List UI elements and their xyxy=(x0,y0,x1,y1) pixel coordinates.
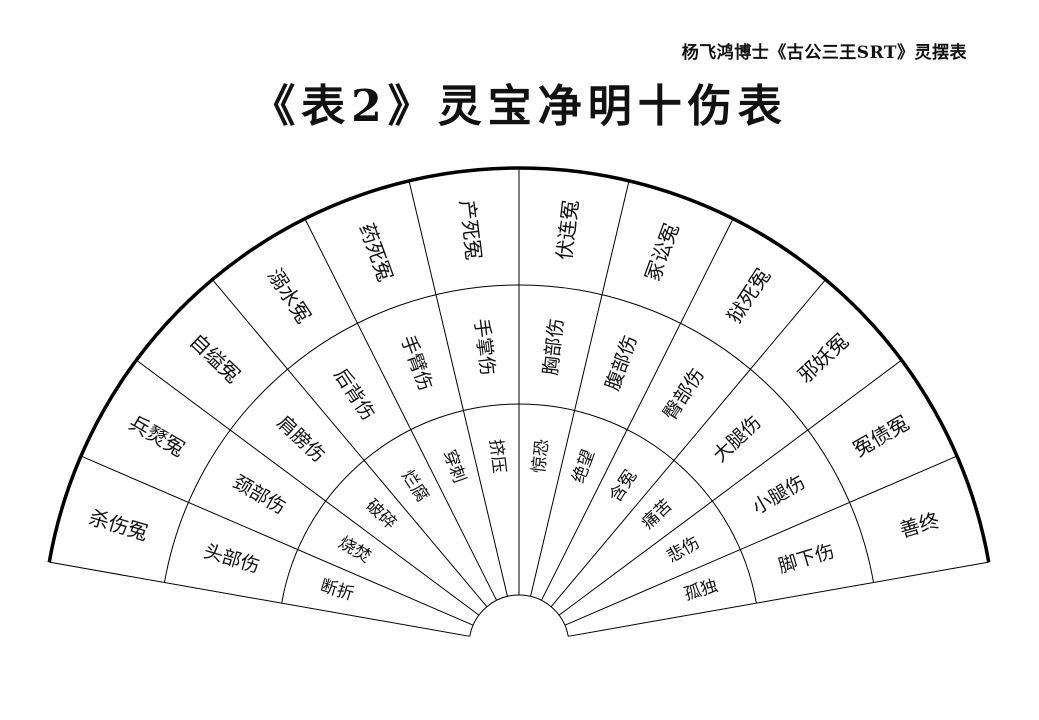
outer-ring-label: 产死冤 xyxy=(455,199,486,261)
middle-ring-label: 头部伤 xyxy=(201,540,262,577)
outer-ring-label: 伏连冤 xyxy=(552,199,583,261)
inner-ring-label: 悲伤 xyxy=(664,533,703,567)
middle-ring-label: 小腿伤 xyxy=(749,471,809,519)
outer-ring-label: 善终 xyxy=(897,508,942,542)
inner-ring-label: 孤独 xyxy=(682,576,720,605)
hub-arc xyxy=(469,594,569,637)
spoke-line xyxy=(212,279,488,608)
spoke-line xyxy=(568,561,989,637)
spoke-line xyxy=(550,279,826,608)
outer-ring-label: 溺水冤 xyxy=(263,264,316,327)
page-title: 《表2》灵宝净明十伤表 xyxy=(251,81,788,132)
spoke-line xyxy=(304,218,498,601)
spoke-line xyxy=(540,218,734,601)
middle-ring-label: 肩膀伤 xyxy=(273,412,330,467)
outer-ring-label: 自缢冤 xyxy=(185,329,245,388)
spoke-line xyxy=(49,561,470,637)
inner-ring-label: 惊恐 xyxy=(529,438,553,474)
outer-ring-label: 兵燹冤 xyxy=(125,411,189,462)
spoke-line xyxy=(408,180,508,597)
outer-ring-label: 杀伤冤 xyxy=(86,505,150,545)
outer-ring-label: 狱死冤 xyxy=(722,264,775,327)
inner-ring-label: 痛苦 xyxy=(638,496,676,534)
inner-ring-label: 挤压 xyxy=(485,438,509,474)
middle-ring-label: 臀部伤 xyxy=(659,364,709,424)
inner-ring-label: 断折 xyxy=(318,576,356,605)
middle-ring-label: 脚下伤 xyxy=(776,540,837,577)
inner-ring-label: 烂腐 xyxy=(397,467,432,506)
middle-ring-label: 手掌伤 xyxy=(470,317,498,376)
middle-ring-label: 腹部伤 xyxy=(602,333,642,394)
inner-ring-label: 含冤 xyxy=(606,467,641,506)
middle-ring-label: 手臂伤 xyxy=(396,333,436,394)
spoke-line xyxy=(564,455,958,626)
outer-ring-label: 邪妖冤 xyxy=(793,329,853,388)
spoke-line xyxy=(558,359,902,616)
inner-ring-label: 破碎 xyxy=(362,496,400,534)
inner-ring-label: 穿刺 xyxy=(439,447,469,486)
inner-ring-label: 绝望 xyxy=(569,447,599,486)
spoke-line xyxy=(136,359,480,616)
outer-ring-label: 冢讼冤 xyxy=(640,220,683,285)
spoke-line xyxy=(530,180,630,597)
spoke-line xyxy=(80,455,474,626)
middle-ring-label: 后背伤 xyxy=(329,364,379,424)
outer-ring-label: 冤债冤 xyxy=(849,411,913,462)
inner-ring-label: 烧焚 xyxy=(335,533,374,567)
middle-ring-label: 大腿伤 xyxy=(709,412,766,467)
subtitle: 杨飞鸿博士《古公三王SRT》灵摆表 xyxy=(681,43,967,63)
middle-ring-label: 颈部伤 xyxy=(229,471,289,519)
middle-ring-label: 胸部伤 xyxy=(540,317,568,376)
outer-ring-label: 药死冤 xyxy=(354,220,397,285)
